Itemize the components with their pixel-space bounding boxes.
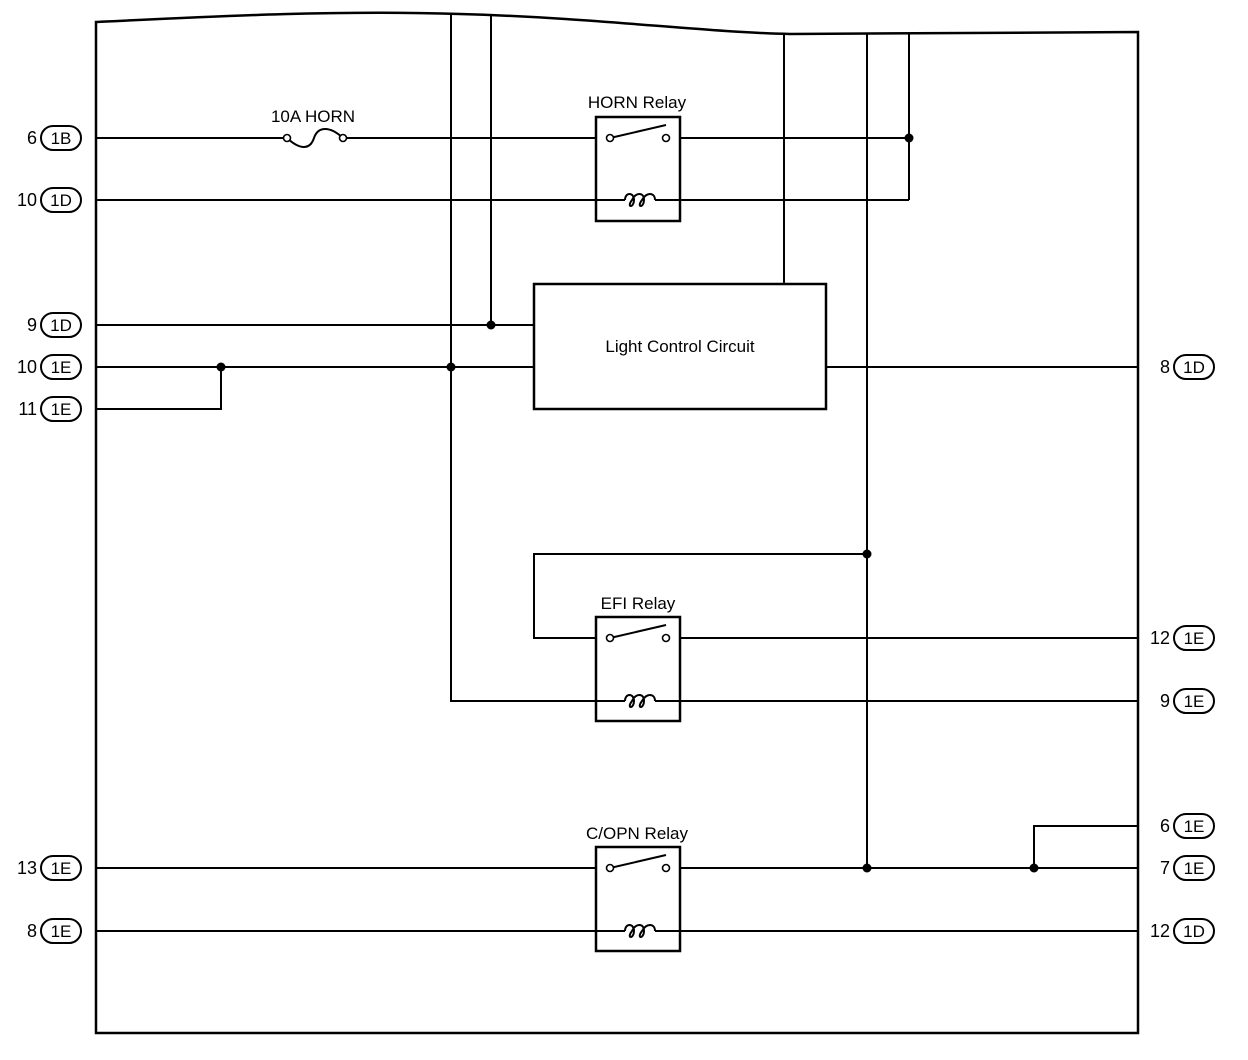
- junction-dot: [904, 133, 914, 143]
- svg-text:1D: 1D: [50, 191, 72, 210]
- horn-relay-label: HORN Relay: [588, 93, 687, 112]
- junction-dot: [862, 549, 872, 559]
- copn-relay-label: C/OPN Relay: [586, 824, 689, 843]
- svg-text:11: 11: [18, 399, 37, 419]
- svg-text:12: 12: [1150, 628, 1170, 648]
- light-control-circuit-box: [532, 282, 828, 411]
- connector-left-10-1d: 10 1D: [17, 187, 82, 213]
- connector-right-12-1e: 12 1E: [1150, 625, 1215, 651]
- efi-relay-label: EFI Relay: [601, 594, 676, 613]
- wire-6-1e-branch: [1033, 825, 1138, 868]
- junction-dot: [1029, 863, 1039, 873]
- svg-text:9: 9: [1160, 691, 1170, 711]
- relay-coil-icon: [624, 924, 656, 938]
- svg-text:12: 12: [1150, 921, 1170, 941]
- junction-dot: [862, 863, 872, 873]
- horn-relay: [594, 115, 682, 223]
- svg-text:1E: 1E: [51, 358, 72, 377]
- svg-text:13: 13: [17, 858, 37, 878]
- connector-right-9-1e: 9 1E: [1160, 688, 1215, 714]
- relay-coil-icon: [624, 694, 656, 708]
- connector-left-8-1e: 8 1E: [27, 918, 82, 944]
- connector-left-9-1d: 9 1D: [27, 312, 82, 338]
- junction-dot: [486, 320, 496, 330]
- svg-text:6: 6: [27, 128, 37, 148]
- svg-text:1D: 1D: [50, 316, 72, 335]
- junction-dot: [216, 362, 226, 372]
- svg-text:8: 8: [27, 921, 37, 941]
- efi-relay: [594, 615, 682, 723]
- connector-left-13-1e: 13 1E: [17, 855, 82, 881]
- relay-coil-icon: [624, 193, 656, 207]
- svg-text:6: 6: [1160, 816, 1170, 836]
- connector-left-10-1e: 10 1E: [17, 354, 82, 380]
- connector-right-8-1d: 8 1D: [1160, 354, 1215, 380]
- connector-right-6-1e: 6 1E: [1160, 813, 1215, 839]
- svg-text:1D: 1D: [1183, 922, 1205, 941]
- svg-text:1E: 1E: [1184, 859, 1205, 878]
- svg-text:10: 10: [17, 357, 37, 377]
- connector-left-6-1b: 6 1B: [27, 125, 82, 151]
- svg-text:9: 9: [27, 315, 37, 335]
- wire-efi-loop: [533, 553, 867, 639]
- svg-text:1D: 1D: [1183, 358, 1205, 377]
- svg-text:1E: 1E: [1184, 817, 1205, 836]
- fuse-terminal: [338, 133, 348, 143]
- wire-vertical-451: [450, 14, 625, 702]
- fuse-label: 10A HORN: [271, 107, 355, 126]
- light-control-circuit-label: Light Control Circuit: [605, 337, 755, 356]
- svg-text:1E: 1E: [51, 859, 72, 878]
- svg-text:1E: 1E: [51, 922, 72, 941]
- svg-text:10: 10: [17, 190, 37, 210]
- connector-right-12-1d: 12 1D: [1150, 918, 1215, 944]
- wire-11-1e: [96, 367, 222, 410]
- copn-relay: [594, 845, 682, 953]
- junction-block-outline: [94, 11, 1140, 1035]
- svg-text:1E: 1E: [1184, 629, 1205, 648]
- svg-text:8: 8: [1160, 357, 1170, 377]
- fuse-10a-horn-element: [286, 128, 344, 148]
- fuse-terminal: [282, 133, 292, 143]
- connector-left-11-1e: 11 1E: [18, 396, 82, 422]
- svg-text:1B: 1B: [51, 129, 72, 148]
- svg-text:1E: 1E: [1184, 692, 1205, 711]
- svg-text:1E: 1E: [51, 400, 72, 419]
- svg-text:7: 7: [1160, 858, 1170, 878]
- connector-right-7-1e: 7 1E: [1160, 855, 1215, 881]
- junction-dot: [446, 362, 456, 372]
